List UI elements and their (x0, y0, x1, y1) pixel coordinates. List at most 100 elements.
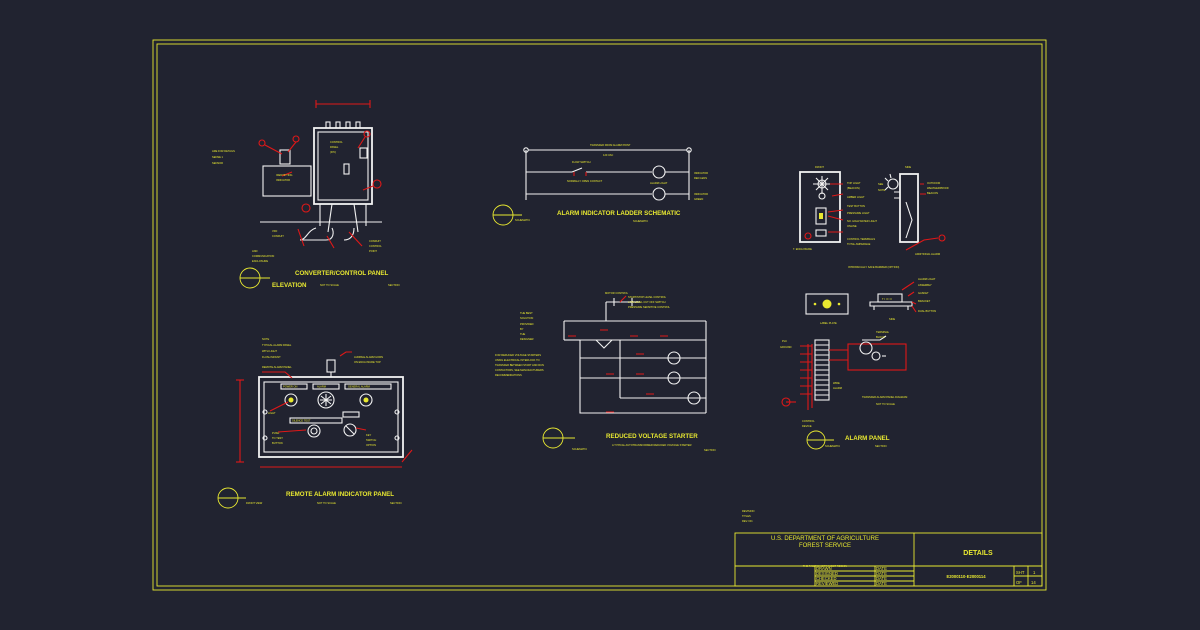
svg-text:REMOTE ALARM PANEL: REMOTE ALARM PANEL (262, 365, 292, 369)
converter-side-box (262, 165, 312, 197)
remote-alarm-panel-detail: NOTE TYPICAL ALARM PANEL WITH LIGHT FLUS… (217, 337, 413, 509)
svg-text:WITH LIGHT: WITH LIGHT (262, 349, 277, 353)
svg-text:ADDITIONAL ALARM: ADDITIONAL ALARM (915, 252, 940, 256)
svg-text:SCHEMATIC: SCHEMATIC (633, 219, 648, 223)
svg-text:SECTION: SECTION (390, 501, 402, 505)
svg-text:ALARM: ALARM (317, 385, 326, 389)
svg-text:POWER ON: POWER ON (283, 385, 298, 389)
svg-text:REVISION: REVISION (742, 509, 755, 513)
svg-text:PRESSURE SENSITIVE CONTROL: PRESSURE SENSITIVE CONTROL (628, 305, 670, 309)
svg-text:SCHEMATIC: SCHEMATIC (515, 218, 530, 222)
svg-text:TERMINAL: TERMINAL (876, 330, 890, 334)
svg-text:SECTION: SECTION (875, 444, 887, 448)
svg-text:A TYPICAL AUTOTRANSFORMER REDU: A TYPICAL AUTOTRANSFORMER REDUCED VOLTAG… (612, 443, 692, 447)
tb-row-checked: CHECKED (816, 576, 836, 581)
svg-text:ASSEMBLY: ASSEMBLY (918, 283, 932, 287)
svg-text:ONLINE: ONLINE (847, 224, 857, 228)
svg-text:OUTDOOR: OUTDOOR (927, 181, 940, 185)
alarm-relay-box (847, 343, 907, 371)
svg-text:NOT TO SCALE: NOT TO SCALE (876, 402, 895, 406)
svg-text:POINT: POINT (369, 249, 377, 253)
svg-text:NOT TO SCALE: NOT TO SCALE (320, 283, 339, 287)
svg-text:SECTION: SECTION (388, 283, 400, 287)
sheet-title: DETAILS (963, 550, 993, 557)
svg-text:NOTE: NOTE (878, 188, 885, 192)
svg-text:NO. HIGH WATER LIGHT: NO. HIGH WATER LIGHT (847, 219, 877, 223)
svg-text:ALARM: ALARM (833, 386, 842, 390)
reduced-voltage-starter-detail: MOTOR CONTROL START/STOP LEVEL CONTROL L… (495, 291, 716, 452)
svg-text:ALARM LIGHT: ALARM LIGHT (650, 181, 668, 185)
svg-text:NOTE: NOTE (262, 337, 269, 341)
svg-text:SCHEMATIC: SCHEMATIC (825, 444, 840, 448)
svg-text:PROVIDED: PROVIDED (520, 322, 534, 326)
svg-text:CONTROL: CONTROL (330, 140, 343, 144)
svg-text:NOT TO SCALE: NOT TO SCALE (317, 501, 336, 505)
svg-text:T I I I I I I: T I I I I I I (882, 297, 892, 301)
svg-text:MOTOR CONTROL: MOTOR CONTROL (605, 291, 629, 295)
svg-text:GENERAL ALARM: GENERAL ALARM (348, 385, 370, 389)
svg-text:THE: THE (520, 332, 525, 336)
svg-text:TRANSFER FROM ALARM POINT: TRANSFER FROM ALARM POINT (590, 143, 631, 147)
svg-text:PLC: PLC (782, 339, 787, 343)
svg-text:AUDIBLE ALARM HORN: AUDIBLE ALARM HORN (354, 355, 383, 359)
svg-text:FRONT: FRONT (815, 165, 824, 169)
svg-text:FLOW SWITCH: FLOW SWITCH (572, 160, 591, 164)
elevation-title: ELEVATION (272, 282, 307, 289)
alarm-panel-side (899, 173, 919, 243)
svg-text:RECOMMENDATIONS: RECOMMENDATIONS (495, 373, 522, 377)
svg-text:CONTACTORS, SEE MANUFACTURERS: CONTACTORS, SEE MANUFACTURERS (495, 368, 544, 372)
svg-text:AND: AND (252, 249, 258, 253)
svg-text:COMMUNICATION: COMMUNICATION (252, 254, 274, 258)
sheet-outer-border (152, 39, 1047, 591)
svg-text:ENCLOSURE: ENCLOSURE (252, 259, 268, 263)
svg-text:TRANSFER ALARM PANEL DIAGRAM: TRANSFER ALARM PANEL DIAGRAM (862, 395, 907, 399)
tb-row-designed: DESIGNED (816, 571, 838, 576)
svg-text:T. ENCLOSURE: T. ENCLOSURE (793, 247, 812, 251)
svg-text:LIGHT: LIGHT (268, 411, 276, 415)
alarm-panel-label-plate (805, 293, 849, 315)
svg-text:BUTTON: BUTTON (272, 441, 283, 445)
svg-text:TYPICAL ALARM PANEL: TYPICAL ALARM PANEL (262, 343, 292, 347)
svg-text:THE BEST: THE BEST (520, 311, 533, 315)
svg-text:ALARM LIGHT: ALARM LIGHT (918, 277, 936, 281)
tb-row-drawn: DRAWN (816, 566, 832, 571)
svg-text:DEVICE: DEVICE (802, 424, 812, 428)
tb-date-drawn: DATE (876, 566, 887, 571)
svg-text:INDICATOR: INDICATOR (694, 192, 708, 196)
svg-text:BLOCK: BLOCK (876, 335, 885, 339)
svg-text:ARE FOR DETAILS: ARE FOR DETAILS (212, 149, 235, 153)
svg-text:CONTROL TERMINALS: CONTROL TERMINALS (847, 237, 875, 241)
svg-text:RED LENS: RED LENS (694, 176, 707, 180)
agency-name-line2: FOREST SERVICE (799, 543, 851, 549)
tb-row-reviewed: REVIEWED (816, 581, 838, 586)
svg-text:SEE: SEE (878, 182, 883, 186)
sheet-inner-border (156, 43, 1043, 587)
svg-text:TRANSFER BETWEEN START AND RUN: TRANSFER BETWEEN START AND RUN (495, 363, 544, 367)
remote-panel-title: REMOTE ALARM INDICATOR PANEL (286, 491, 394, 498)
svg-text:(P/C): (P/C) (330, 150, 336, 154)
svg-text:SECTION: SECTION (704, 448, 716, 452)
agency-name-line1: U.S. DEPARTMENT OF AGRICULTURE (771, 536, 879, 542)
svg-text:NORMALLY OPEN CONTACT: NORMALLY OPEN CONTACT (567, 179, 603, 183)
svg-text:OPTION: OPTION (366, 443, 376, 447)
of-label: OF (1016, 580, 1022, 585)
drawing-number: E2000110-E2000114 (946, 574, 986, 579)
svg-text:SENSE 1: SENSE 1 (212, 155, 224, 159)
converter-cabinet (313, 127, 373, 205)
svg-text:SIDE: SIDE (905, 165, 911, 169)
svg-text:WIRE: WIRE (833, 381, 840, 385)
svg-text:CONDUIT: CONDUIT (272, 234, 284, 238)
svg-text:SOLUTION: SOLUTION (520, 316, 533, 320)
svg-text:CONDUIT: CONDUIT (369, 239, 381, 243)
ladder-schematic-title: ALARM INDICATOR LADDER SCHEMATIC (557, 210, 681, 217)
svg-text:DESIGNER: DESIGNER (520, 337, 534, 341)
svg-text:PUSH: PUSH (272, 431, 279, 435)
svg-text:SENSOR: SENSOR (212, 161, 223, 165)
svg-text:TEST BUTTON: TEST BUTTON (847, 204, 865, 208)
converter-panel-title: CONVERTER/CONTROL PANEL (295, 270, 388, 277)
title-block: U.S. DEPARTMENT OF AGRICULTURE FOREST SE… (734, 532, 1043, 587)
tb-date-checked: DATE (876, 576, 887, 581)
region-name: THE PACIFIC NORTHWEST REGION (803, 564, 847, 568)
svg-text:ON ENCLOSURE TOP: ON ENCLOSURE TOP (354, 360, 381, 364)
svg-text:USING ELECTRICAL INTERLOCK TO: USING ELECTRICAL INTERLOCK TO (495, 358, 540, 362)
